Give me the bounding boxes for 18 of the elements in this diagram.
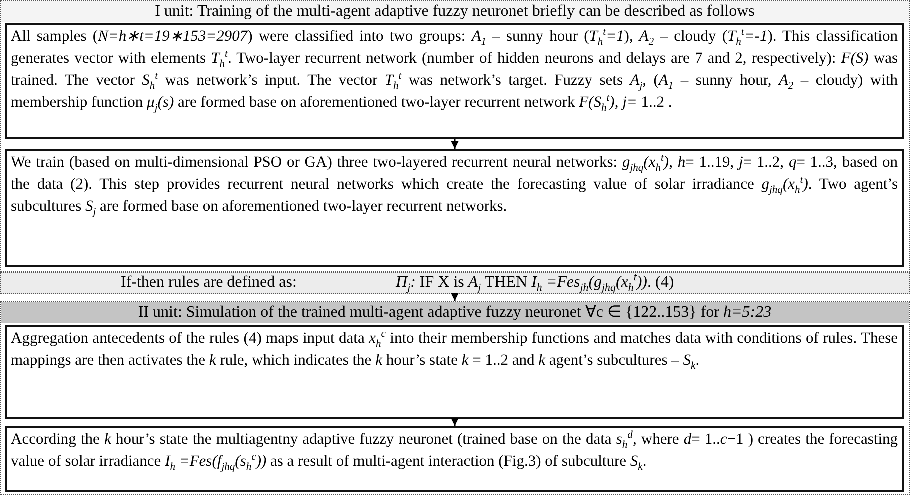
unit-heading: I unit: Training of the multi-agent adaptive fuzzy neuronet briefly can be described as follows xyxy=(1,1,909,22)
step-text: All samples (N=h∗t=19∗153=2907) were classified into two groups: A$_{1}$ – sunny hour (T$_{h}$$^{t}$=1), A$_{2}$ – cloudy (T$_{h}$$^{t}$=-1). This classification generates vector with elements T$_{h}$$^{t}$. Two-layer recurrent network (number of hidden neurons and delays are 7 and 2, respectively): F(S) was trained. The vector S$_{h}$$^{t}$ was network’s input. The vector T$_{h}$$^{t}$ was network’s target. Fuzzy sets A$_{j}$, (A$_{1}$ – sunny hour, A$_{2}$ – cloudy) with membership function μ$_{j}$(s) are formed base on aforementioned two-layer recurrent network F(S$_{h}$$^{t}$), j= 1..2 . xyxy=(11,26,898,114)
step-box xyxy=(5,23,904,139)
rule-band xyxy=(0,272,910,294)
unit-heading: II unit: Simulation of the trained multi-agent adaptive fuzzy neuronet ∀c ∈ {122..153} for h=5:23 xyxy=(1,302,909,323)
arrow xyxy=(451,294,459,301)
rule-intro: If-then rules are defined as: xyxy=(121,273,297,293)
step-box xyxy=(5,426,904,492)
step-text: According the k hour’s state the multiagentny adaptive fuzzy neuronet (trained base on the data s$_{h}$$^{d}$, where d= 1..c−1 ) creates the forecasting value of solar irradiance I$_{h}$ =Fes(f$_{jhq}$(s$_{h}$$^{c}$)) as a result of multi-agent interaction (Fig.3) of subculture S$_{k}$. xyxy=(11,429,898,473)
unit-frame xyxy=(0,301,910,495)
arrow xyxy=(451,139,459,149)
step-text: Aggregation antecedents of the rules (4) maps input data x$_{h}$$^{c}$ into their membership functions and matches data with conditions of rules. These mappings are then activates the k rule, which indicates the k hour’s state k = 1..2 and k agent’s subcultures – S$_{k}$. xyxy=(11,328,898,372)
rule-formula: Π$_{j}$: IF X is A$_{j}$ THEN I$_{h}$ =Fes$_{jh}$(g$_{jhq}$(x$_{h}$$^{t}$)). (4) xyxy=(396,273,674,293)
arrow xyxy=(451,418,459,426)
unit-frame xyxy=(0,0,910,272)
step-box xyxy=(5,325,904,419)
step-box xyxy=(5,149,904,267)
step-text: We train (based on multi-dimensional PSO or GA) three two-layered recurrent neural networks: g$_{jhq}$(x$_{h}$$^{t}$), h= 1..19, j= 1..2, q= 1..3, based on the data (2). This step provides recurrent neural networks which create the forecasting value of solar irradiance g$_{jhq}$(x$_{h}$$^{t}$). Two agent’s subcultures S$_{j}$ are formed base on aforementioned two-layer recurrent networks. xyxy=(11,152,898,218)
